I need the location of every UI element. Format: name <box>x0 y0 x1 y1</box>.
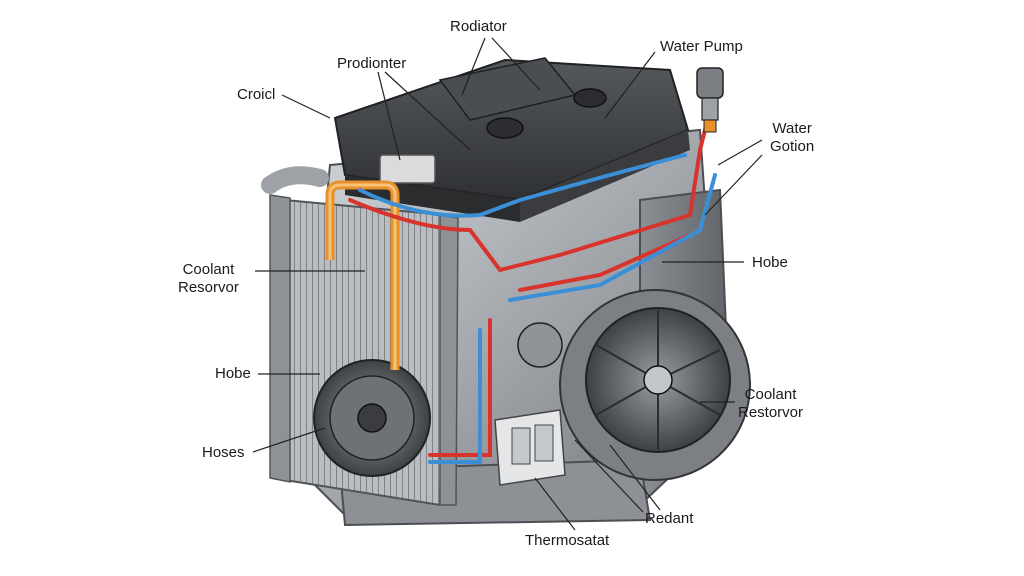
thermostat-housing <box>494 409 566 486</box>
cold-coolant-lines <box>358 153 717 464</box>
label-coolant-resorvor-line2: Resorvor <box>178 279 239 296</box>
label-hoses: Hoses <box>202 444 245 461</box>
label-hobe-left: Hobe <box>215 365 251 382</box>
label-coolant-restorvor-line2: Restorvor <box>738 404 804 421</box>
label-coolant-resorvor: Coolant Resorvor <box>178 261 239 297</box>
crank-pulley <box>313 359 431 477</box>
label-water-gotion-line1: Water <box>772 120 812 137</box>
label-croicl: Croicl <box>237 86 276 103</box>
inlet-pipe <box>261 166 329 194</box>
label-prodionter: Prodionter <box>337 55 407 72</box>
label-water-pump: Water Pump <box>660 38 743 55</box>
leader-lines <box>252 37 763 531</box>
hot-coolant-lines <box>348 108 712 457</box>
label-coolant-restorvor-line1: Coolant <box>744 386 797 403</box>
label-redant: Redant <box>645 510 694 527</box>
water-pump-pulley <box>517 322 563 368</box>
sensor-box <box>379 154 436 184</box>
label-water-gotion-line2: Gotion <box>770 138 815 155</box>
label-thermosatat: Thermosatat <box>525 532 610 549</box>
label-coolant-restorvor: Coolant Restorvor <box>738 386 803 422</box>
label-radiator: Rodiator <box>450 18 507 35</box>
label-hobe-right: Hobe <box>752 254 788 271</box>
cooling-fan <box>559 289 751 481</box>
water-pump-unit <box>696 67 724 133</box>
label-coolant-resorvor-line1: Coolant <box>182 261 235 278</box>
label-water-gotion: Water Gotion <box>770 120 814 156</box>
